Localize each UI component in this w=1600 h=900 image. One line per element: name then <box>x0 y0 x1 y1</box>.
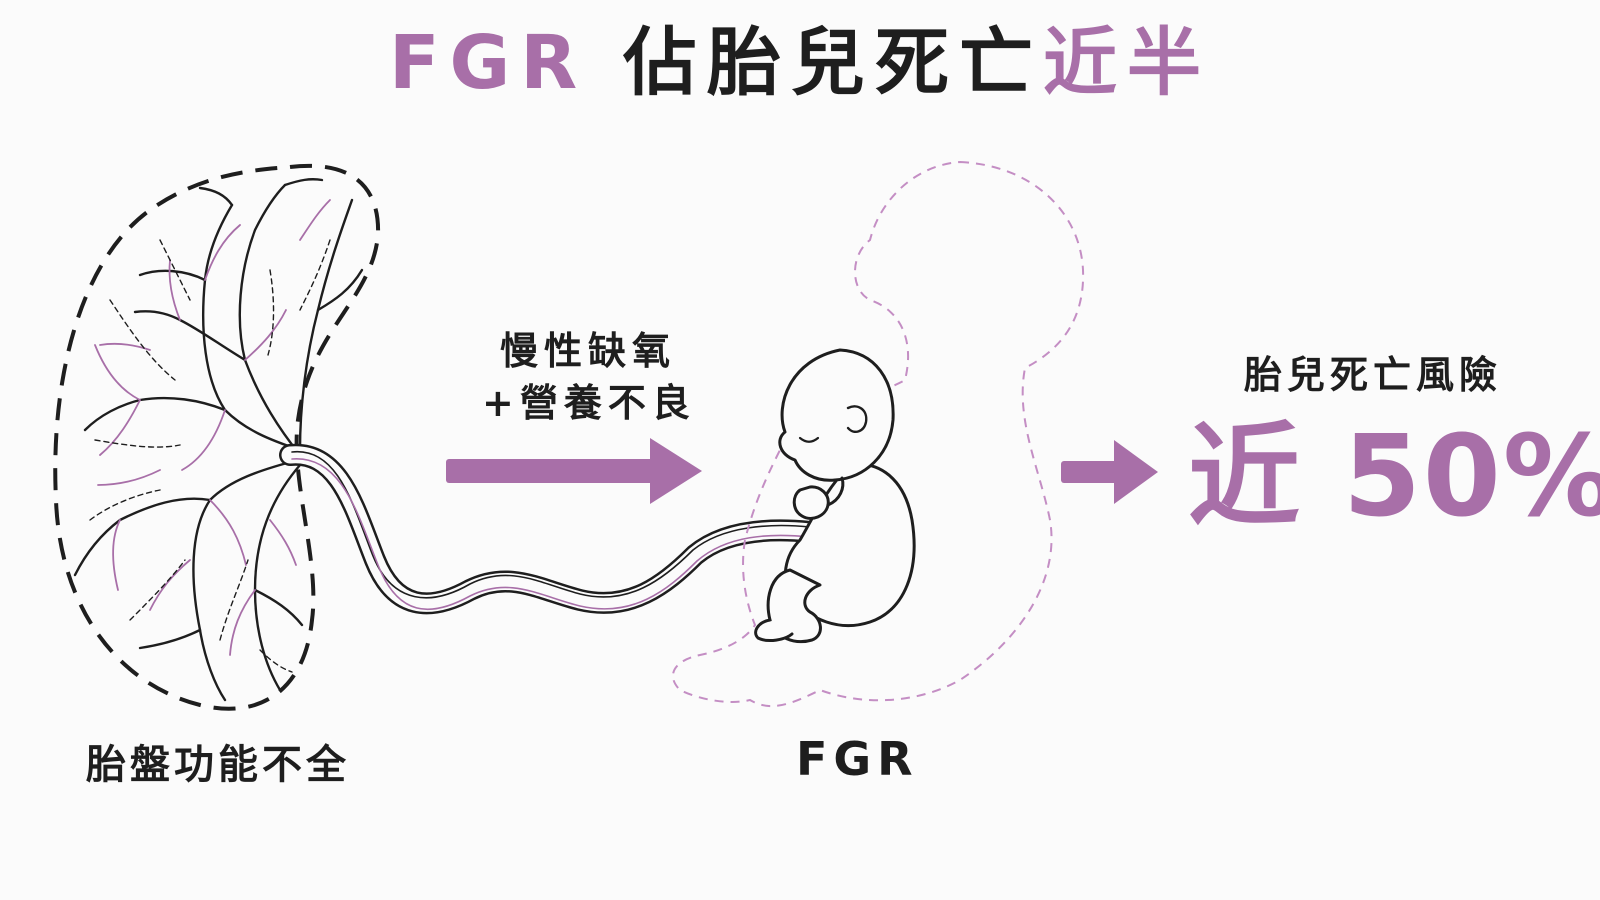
placenta-vessels-pink <box>94 199 331 656</box>
risk-value: 近 50% <box>1188 412 1600 542</box>
page-title: FGR 佔胎兒死亡近半 <box>0 18 1600 108</box>
risk-arrow <box>1061 440 1158 504</box>
fetus-arm <box>826 476 845 507</box>
placenta-vessels-main <box>73 178 364 702</box>
fgr-fetus <box>754 348 916 644</box>
placenta-label: 胎盤功能不全 <box>86 742 350 788</box>
fetus-foot <box>754 618 794 643</box>
placenta-vessels-dashed <box>89 239 331 673</box>
umbilical-cord <box>279 443 821 615</box>
title-middle: 佔胎兒死亡 <box>623 20 1044 106</box>
placenta-outline <box>53 163 381 711</box>
risk-label: 胎兒死亡風險 <box>1244 353 1503 397</box>
process-arrow <box>446 438 702 504</box>
cause-label-malnutrition: +營養不良 <box>482 381 696 425</box>
fetus-hands <box>792 485 830 520</box>
fgr-label: FGR <box>796 732 919 786</box>
title-fgr: FGR <box>388 20 588 106</box>
fetus-leg <box>766 568 822 644</box>
fetus-head <box>778 348 895 482</box>
normal-fetus-outline <box>671 160 1085 708</box>
title-emphasis: 近半 <box>1043 20 1212 106</box>
cause-label-hypoxia: 慢性缺氧 <box>500 329 677 373</box>
fetus-eye <box>798 436 820 443</box>
fetus-ear <box>846 405 868 434</box>
